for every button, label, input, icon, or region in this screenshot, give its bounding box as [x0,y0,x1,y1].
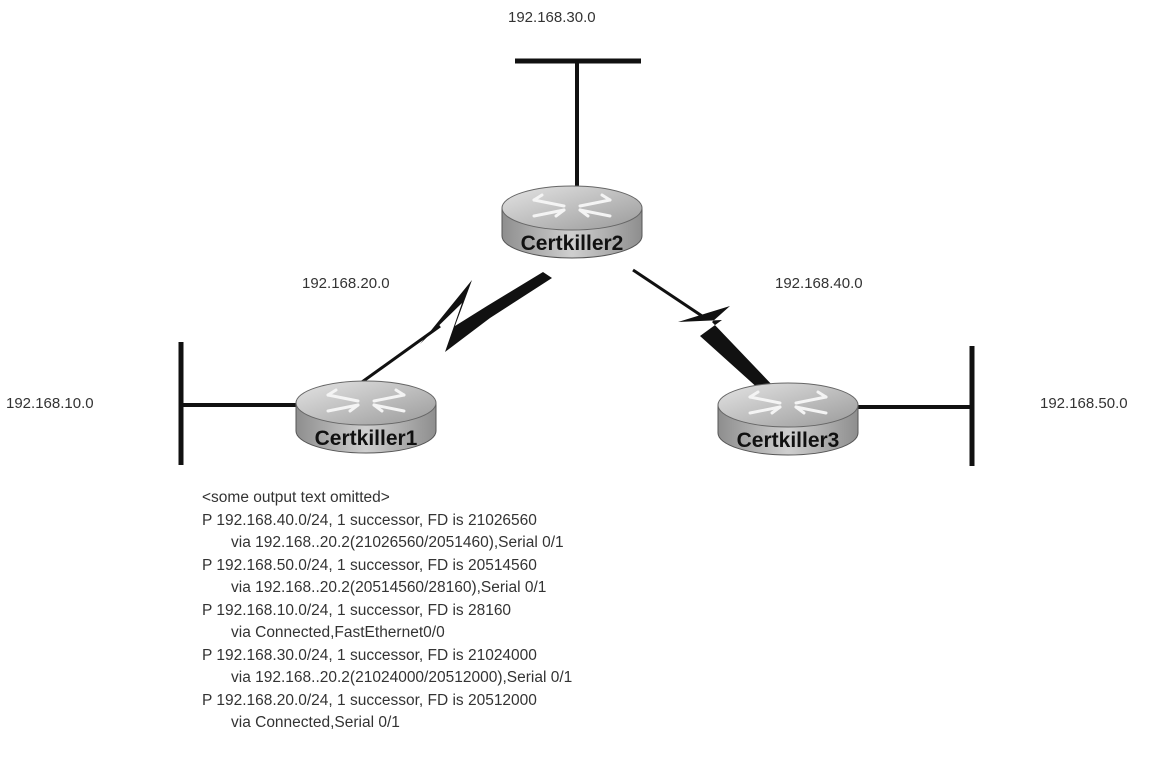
network-label-right-lan: 192.168.50.0 [1040,395,1128,412]
output-line: via Connected,FastEthernet0/0 [231,624,445,641]
serial-link-left [361,272,552,384]
output-line: P 192.168.20.0/24, 1 successor, FD is 20… [202,691,537,709]
output-line: via 192.168..20.2(21026560/2051460),Seri… [231,534,564,551]
output-line: via 192.168..20.2(20514560/28160),Serial… [231,579,547,596]
output-line: via 192.168..20.2(21024000/20512000),Ser… [231,669,573,686]
router-certkiller3: Certkiller3 [716,381,860,457]
network-label-left-lan: 192.168.10.0 [6,395,94,412]
router-label-1: Certkiller1 [315,427,418,450]
network-label-left-serial: 192.168.20.0 [302,275,390,292]
output-header: <some output text omitted> [202,489,390,506]
network-label-top: 192.168.30.0 [508,9,596,26]
network-label-right-serial: 192.168.40.0 [775,275,863,292]
router-label-2: Certkiller2 [521,232,624,255]
router-certkiller2: Certkiller2 [500,184,644,260]
serial-link-right [632,268,775,390]
output-line: P 192.168.10.0/24, 1 successor, FD is 28… [202,601,512,619]
output-line: P 192.168.50.0/24, 1 successor, FD is 20… [202,556,537,574]
eigrp-topology-output: <some output text omitted> P 192.168.40.… [202,487,572,735]
output-line: P 192.168.30.0/24, 1 successor, FD is 21… [202,646,537,664]
output-line: P 192.168.40.0/24, 1 successor, FD is 21… [202,511,537,529]
router-label-3: Certkiller3 [737,429,840,452]
router-certkiller1: Certkiller1 [294,379,438,455]
output-line: via Connected,Serial 0/1 [231,714,400,731]
